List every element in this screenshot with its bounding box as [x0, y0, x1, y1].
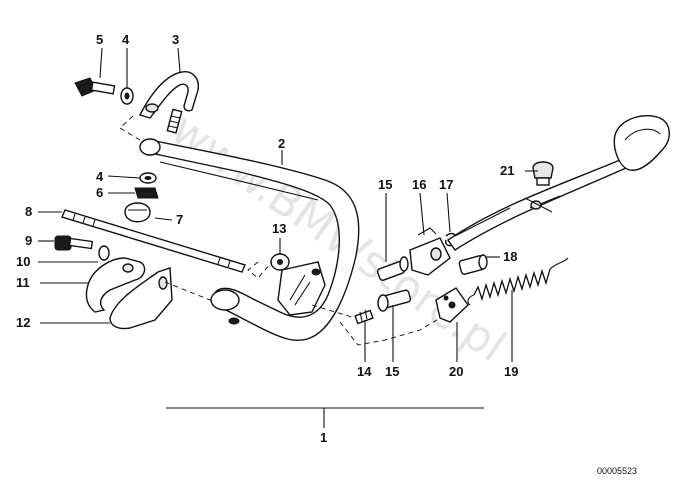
callout-8: 8: [25, 204, 32, 219]
bolt: [74, 77, 116, 97]
callout-16: 16: [412, 177, 426, 192]
callout-13: 13: [272, 221, 286, 236]
long-stud: [61, 209, 246, 273]
washer: [120, 87, 134, 105]
spring-anchor-plate: [435, 287, 469, 323]
spring-washer: [98, 245, 110, 261]
callout-14: 14: [357, 364, 372, 379]
rubber-plug: [532, 161, 554, 186]
callout-15-lower: 15: [385, 364, 399, 379]
grub-screw: [354, 309, 374, 325]
callout-10: 10: [16, 254, 30, 269]
document-number: 00005523: [597, 466, 637, 476]
callout-15-upper: 15: [378, 177, 392, 192]
callout-4-lower: 4: [96, 169, 104, 184]
callout-5: 5: [96, 32, 103, 47]
mounting-plate: [109, 267, 173, 330]
assembly-guide-lines: [119, 115, 441, 346]
callout-6: 6: [96, 185, 103, 200]
tension-spring: [467, 257, 569, 306]
main-stand-tube: [139, 138, 360, 342]
actuating-lever: [447, 115, 670, 251]
washer-lower: [139, 172, 157, 184]
callout-21: 21: [500, 163, 514, 178]
clamp-bracket: [139, 71, 199, 134]
cap-nut: [124, 202, 151, 223]
socket-screw: [54, 235, 94, 251]
callout-1: 1: [320, 430, 327, 445]
callout-11: 11: [16, 275, 30, 290]
pivot-pin-lower: [377, 289, 412, 312]
callout-19: 19: [504, 364, 518, 379]
callout-20: 20: [449, 364, 463, 379]
leader-lines: [38, 47, 538, 428]
callout-17: 17: [439, 177, 453, 192]
bushing-upper: [376, 256, 409, 281]
callout-12: 12: [16, 315, 30, 330]
nut: [134, 187, 159, 199]
thrust-washer: [270, 253, 290, 271]
callout-9: 9: [25, 233, 32, 248]
callout-3: 3: [172, 32, 179, 47]
callout-18: 18: [503, 249, 517, 264]
pivot-block: [409, 227, 451, 276]
callout-4-upper: 4: [122, 32, 130, 47]
callout-2: 2: [278, 136, 285, 151]
callout-7: 7: [176, 212, 183, 227]
sleeve: [458, 254, 488, 275]
side-bracket: [85, 257, 146, 313]
